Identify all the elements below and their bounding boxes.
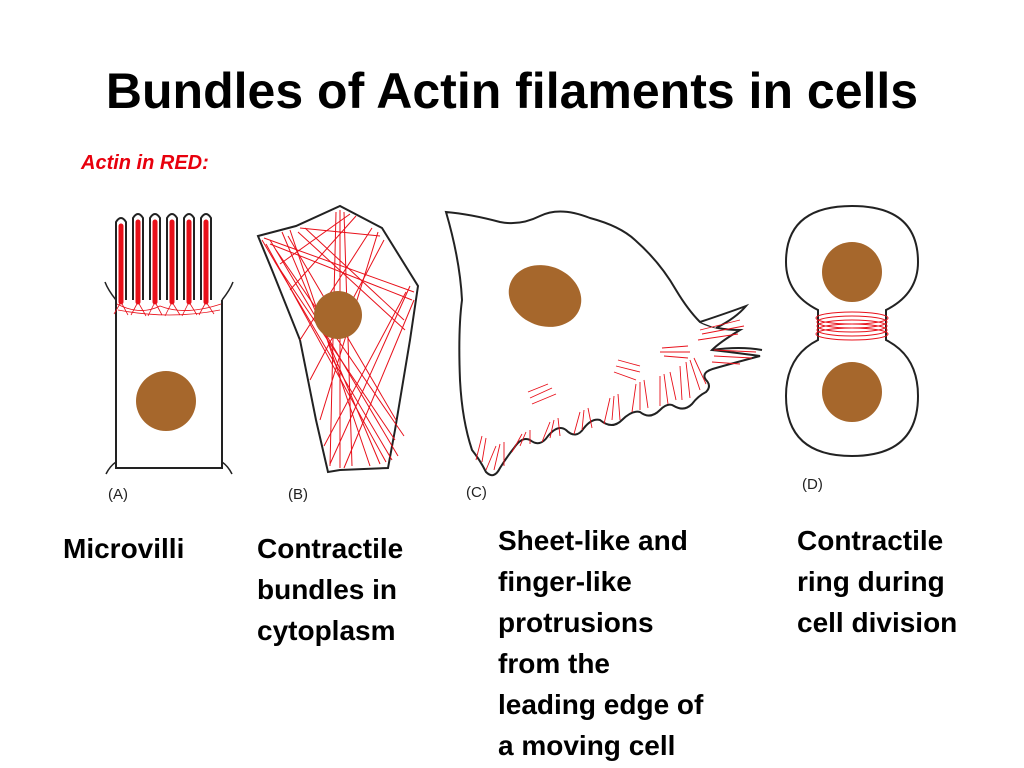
- panel-a-microvilli-cell: [104, 213, 234, 475]
- filopodia: [699, 303, 763, 351]
- panel-c-nucleus: [508, 265, 582, 327]
- terminal-web: [113, 301, 222, 317]
- microvilli-actin-bundles: [118, 219, 209, 305]
- stress-fibers: [261, 210, 415, 469]
- panel-d-label: (D): [802, 476, 823, 493]
- actin-color-note: Actin in RED:: [81, 152, 209, 174]
- panel-c-cell-outline: [444, 210, 761, 477]
- caption-contractile-bundles: Contractile bundles in cytoplasm: [257, 533, 404, 646]
- panel-d-nucleus-top: [822, 242, 882, 302]
- panel-c-cell: [444, 210, 763, 477]
- panel-b-label: (B): [288, 486, 308, 503]
- panel-b-nucleus: [314, 291, 362, 339]
- caption-microvilli: Microvilli: [63, 533, 185, 564]
- caption-moving-cell: Sheet-like and finger-like protrusions f…: [498, 525, 704, 761]
- caption-contractile-ring: Contractile ring during cell division: [797, 525, 958, 638]
- contractile-ring: [815, 311, 889, 341]
- panel-d-nucleus-bottom: [822, 362, 882, 422]
- microvilli-group: [115, 213, 212, 300]
- panel-a-cell-outline: [115, 300, 223, 469]
- panel-a-nucleus: [136, 371, 196, 431]
- slide-title: Bundles of Actin filaments in cells: [105, 63, 919, 119]
- leading-edge-actin: [475, 319, 757, 471]
- panel-d-cell-outline: [784, 204, 920, 458]
- panel-c-label: (C): [466, 484, 487, 501]
- panel-d-cell: [784, 204, 920, 458]
- panel-a-label: (A): [108, 486, 128, 503]
- panel-b-cell: [256, 204, 420, 474]
